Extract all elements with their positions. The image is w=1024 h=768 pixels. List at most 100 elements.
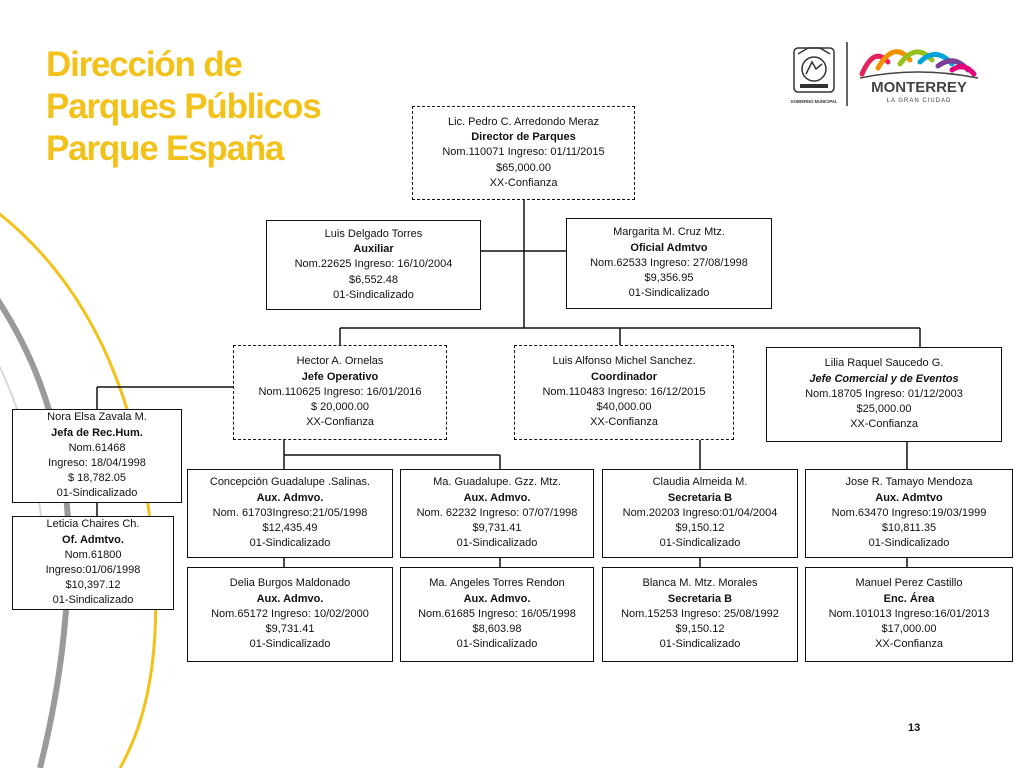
node-role: Aux. Admtvo bbox=[875, 491, 943, 504]
node-status: 01-Sindicalizado bbox=[456, 537, 538, 550]
node-role: Secretaria B bbox=[667, 592, 733, 605]
org-node-manuel[interactable]: Manuel Perez Castillo Enc. Área Nom.1010… bbox=[805, 567, 1013, 662]
node-status: XX-Confianza bbox=[850, 418, 918, 431]
node-role: Jefe Operativo bbox=[301, 370, 379, 383]
monterrey-logos: GOBIERNO MUNICIPAL MONTERREY LA GRAN CIU… bbox=[791, 42, 979, 106]
node-salary: $ 20,000.00 bbox=[310, 401, 370, 414]
org-node-delia[interactable]: Delia Burgos Maldonado Aux. Admvo. Nom.6… bbox=[187, 567, 393, 662]
node-name: Delia Burgos Maldonado bbox=[229, 577, 351, 590]
mountain-icon bbox=[859, 49, 977, 77]
node-nom: Nom.110483 Ingreso: 16/12/2015 bbox=[542, 385, 706, 398]
node-nom: Nom. 61703Ingreso:21/05/1998 bbox=[212, 506, 368, 519]
node-name: Manuel Perez Castillo bbox=[855, 577, 963, 590]
node-salary: $12,435.49 bbox=[262, 522, 318, 535]
node-nom: Nom.101013 Ingreso:16/01/2013 bbox=[828, 607, 990, 620]
node-salary: $25,000.00 bbox=[856, 403, 912, 416]
node-name: Nora Elsa Zavala M. bbox=[47, 411, 147, 424]
node-status: 01-Sindicalizado bbox=[628, 287, 710, 300]
node-role: Oficial Admtvo bbox=[630, 241, 708, 254]
logo-area: GOBIERNO MUNICIPAL MONTERREY LA GRAN CIU… bbox=[782, 36, 988, 108]
org-node-director[interactable]: Lic. Pedro C. Arredondo Meraz Director d… bbox=[412, 106, 635, 200]
node-status: 01-Sindicalizado bbox=[659, 537, 741, 550]
node-role: Secretaria B bbox=[667, 491, 733, 504]
title-line-2: Parques Públicos bbox=[46, 87, 322, 126]
node-nom: Nom.62533 Ingreso: 27/08/1998 bbox=[590, 256, 748, 269]
node-name: Claudia Almeida M. bbox=[652, 476, 748, 489]
svg-text:GOBIERNO MUNICIPAL: GOBIERNO MUNICIPAL bbox=[791, 99, 838, 104]
node-role: Aux. Admvo. bbox=[463, 491, 531, 504]
node-status: XX-Confianza bbox=[306, 416, 374, 429]
node-name: Blanca M. Mtz. Morales bbox=[642, 577, 758, 590]
node-name: Luis Alfonso Michel Sanchez. bbox=[552, 355, 696, 368]
node-role: Coordinador bbox=[591, 370, 657, 383]
node-role: Aux. Admvo. bbox=[463, 592, 531, 605]
title-line-3: Parque España bbox=[46, 129, 284, 168]
node-salary: $9,731.41 bbox=[472, 522, 522, 535]
node-name: Lilia Raquel Saucedo G. bbox=[824, 357, 944, 370]
node-role: Enc. Área bbox=[883, 592, 935, 605]
org-node-tamayo[interactable]: Jose R. Tamayo Mendoza Aux. Admtvo Nom.6… bbox=[805, 469, 1013, 558]
node-role: Of. Admtvo. bbox=[62, 533, 124, 546]
node-status: XX-Confianza bbox=[489, 176, 558, 189]
node-salary: $8,603.98 bbox=[472, 623, 522, 636]
slide-title: Dirección de Parques Públicos Parque Esp… bbox=[46, 44, 386, 170]
node-salary: $9,356.95 bbox=[644, 272, 694, 285]
node-name: Ma. Angeles Torres Rendon bbox=[429, 577, 565, 590]
node-name: Margarita M. Cruz Mtz. bbox=[613, 226, 725, 239]
node-salary: $6,552.48 bbox=[349, 273, 398, 286]
org-node-jefe-comercial[interactable]: Lilia Raquel Saucedo G. Jefe Comercial y… bbox=[766, 347, 1002, 442]
org-node-claudia[interactable]: Claudia Almeida M. Secretaria B Nom.2020… bbox=[602, 469, 798, 558]
node-salary: $10,811.35 bbox=[881, 522, 937, 535]
node-nom: Nom.65172 Ingreso: 10/02/2000 bbox=[211, 607, 369, 620]
node-nom: Nom.15253 Ingreso: 25/08/1992 bbox=[621, 607, 779, 620]
node-role: Auxiliar bbox=[353, 243, 394, 256]
node-salary: $10,397.12 bbox=[65, 579, 121, 592]
node-role: Aux. Admvo. bbox=[256, 491, 324, 504]
node-nom: Nom. 62232 Ingreso: 07/07/1998 bbox=[416, 506, 578, 519]
node-nom: Nom.61685 Ingreso: 16/05/1998 bbox=[418, 607, 576, 620]
node-nom: Nom.18705 Ingreso: 01/12/2003 bbox=[805, 387, 963, 400]
node-nom: Nom.61468 bbox=[68, 441, 126, 454]
node-name: Luis Delgado Torres bbox=[324, 227, 423, 240]
node-name: Hector A. Ornelas bbox=[296, 355, 384, 368]
node-name: Lic. Pedro C. Arredondo Meraz bbox=[447, 115, 600, 128]
org-node-of-admtvo[interactable]: Leticia Chaires Ch. Of. Admtvo. Nom.6180… bbox=[12, 516, 174, 610]
node-status: XX-Confianza bbox=[875, 638, 943, 651]
node-status: 01-Sindicalizado bbox=[52, 594, 134, 607]
page-number: 13 bbox=[908, 722, 921, 734]
node-role: Director de Parques bbox=[471, 131, 576, 144]
node-nom: Nom.63470 Ingreso:19/03/1999 bbox=[831, 506, 987, 519]
node-nom: Nom.110625 Ingreso: 16/01/2016 bbox=[258, 385, 422, 398]
org-connectors bbox=[96, 200, 921, 567]
node-salary: $9,150.12 bbox=[675, 623, 725, 636]
node-nom: Nom.22625 Ingreso: 16/10/2004 bbox=[294, 258, 453, 271]
node-name: Ma. Guadalupe. Gzz. Mtz. bbox=[433, 476, 561, 489]
node-salary: $65,000.00 bbox=[495, 161, 552, 174]
org-node-oficial-admtvo[interactable]: Margarita M. Cruz Mtz. Oficial Admtvo No… bbox=[566, 218, 772, 309]
node-status: 01-Sindicalizado bbox=[333, 288, 414, 301]
monterrey-brand-logo: MONTERREY LA GRAN CIUDAD bbox=[859, 49, 979, 104]
org-node-auxiliar[interactable]: Luis Delgado Torres Auxiliar Nom.22625 I… bbox=[266, 220, 481, 310]
node-salary: $40,000.00 bbox=[596, 401, 652, 414]
node-role: Jefe Comercial y de Eventos bbox=[809, 372, 959, 385]
org-node-guadalupe[interactable]: Ma. Guadalupe. Gzz. Mtz. Aux. Admvo. Nom… bbox=[400, 469, 594, 558]
node-status: 01-Sindicalizado bbox=[659, 638, 741, 651]
node-role: Aux. Admvo. bbox=[256, 592, 324, 605]
org-node-angeles[interactable]: Ma. Angeles Torres Rendon Aux. Admvo. No… bbox=[400, 567, 594, 662]
org-node-concepcion[interactable]: Concepción Guadalupe .Salinas. Aux. Admv… bbox=[187, 469, 393, 558]
title-line-1: Dirección de bbox=[46, 45, 243, 84]
node-name: Concepción Guadalupe .Salinas. bbox=[209, 476, 371, 489]
node-nom: Nom.110071 Ingreso: 01/11/2015 bbox=[442, 146, 605, 159]
node-salary: $9,150.12 bbox=[675, 522, 725, 535]
node-salary: $9,731.41 bbox=[265, 623, 315, 636]
org-node-coordinador[interactable]: Luis Alfonso Michel Sanchez. Coordinador… bbox=[514, 345, 734, 440]
node-status: 01-Sindicalizado bbox=[456, 638, 538, 651]
org-node-jefe-operativo[interactable]: Hector A. Ornelas Jefe Operativo Nom.110… bbox=[233, 345, 447, 440]
node-salary: $ 18,782.05 bbox=[67, 472, 127, 485]
node-status: 01-Sindicalizado bbox=[249, 537, 331, 550]
org-node-blanca[interactable]: Blanca M. Mtz. Morales Secretaria B Nom.… bbox=[602, 567, 798, 662]
node-name: Leticia Chaires Ch. bbox=[46, 518, 140, 531]
node-nom: Nom.20203 Ingreso:01/04/2004 bbox=[622, 506, 778, 519]
org-node-jefa-rec-hum[interactable]: Nora Elsa Zavala M. Jefa de Rec.Hum. Nom… bbox=[12, 409, 182, 503]
node-ingreso: Ingreso:01/06/1998 bbox=[45, 564, 141, 576]
